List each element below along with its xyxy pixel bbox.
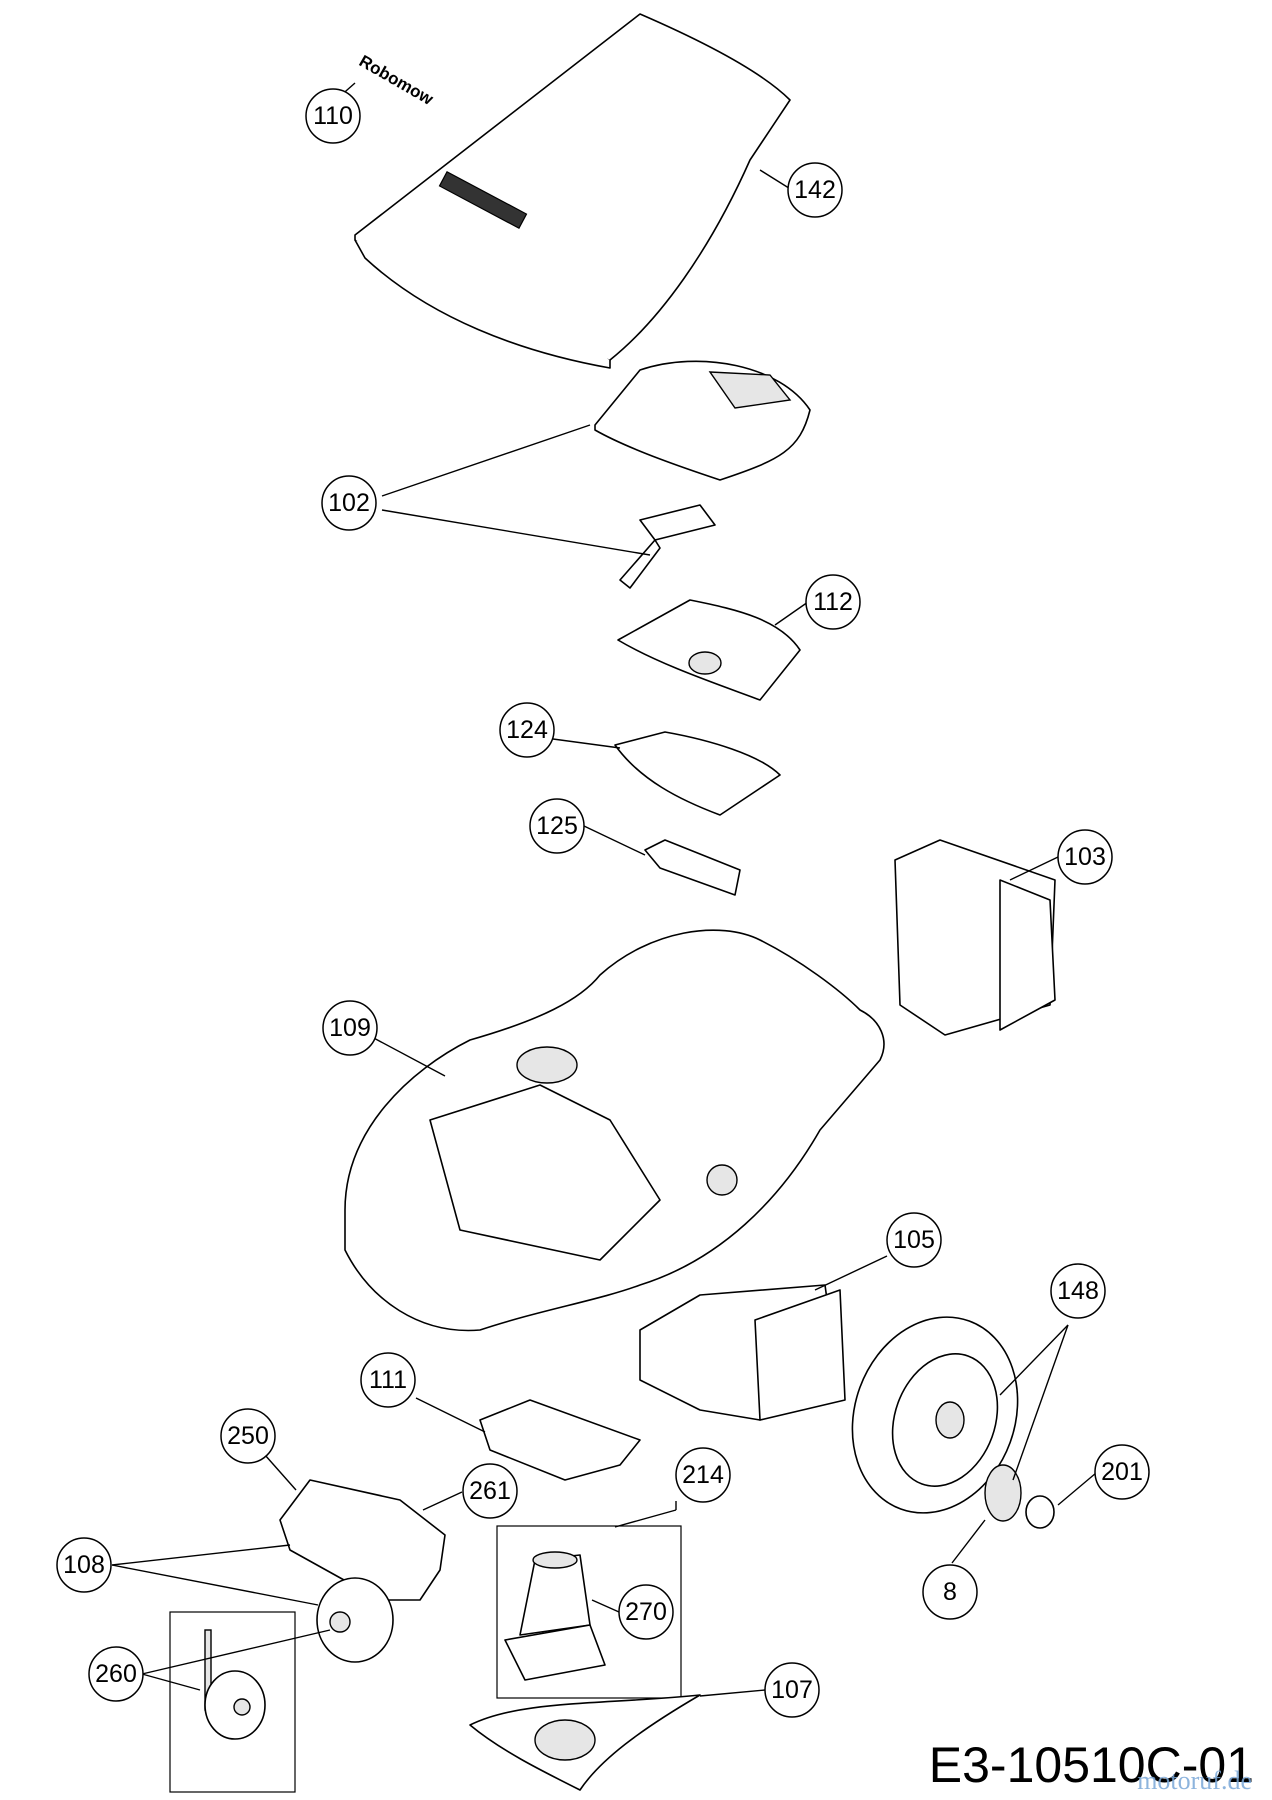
part-hub xyxy=(984,1464,1022,1522)
svg-text:214: 214 xyxy=(682,1461,724,1489)
part-bracket xyxy=(644,839,741,896)
callout-261: 261 xyxy=(462,1463,518,1519)
svg-text:148: 148 xyxy=(1057,1277,1099,1305)
part-tray xyxy=(614,731,781,816)
part-rear-wheel xyxy=(851,1316,1019,1514)
svg-text:102: 102 xyxy=(328,489,370,517)
svg-text:112: 112 xyxy=(813,588,853,616)
svg-text:142: 142 xyxy=(794,176,836,204)
svg-text:108: 108 xyxy=(63,1551,105,1579)
svg-text:8: 8 xyxy=(943,1578,957,1606)
callout-102: 102 xyxy=(321,475,377,531)
part-control-housing xyxy=(594,360,811,589)
frame-blade-motor xyxy=(496,1525,682,1699)
callout-214: 214 xyxy=(675,1447,731,1503)
part-caster-wheel xyxy=(204,1629,266,1740)
svg-text:201: 201 xyxy=(1101,1458,1143,1486)
part-caster-assembly xyxy=(279,1479,446,1601)
svg-text:270: 270 xyxy=(625,1598,667,1626)
callout-105: 105 xyxy=(886,1212,942,1268)
callout-112: 112 xyxy=(805,574,861,630)
svg-text:250: 250 xyxy=(227,1422,269,1450)
part-circuit-board xyxy=(617,599,801,701)
part-cover-badge xyxy=(438,170,528,230)
callout-148: 148 xyxy=(1050,1263,1106,1319)
callout-110: 110 xyxy=(305,88,361,144)
part-drive-motor xyxy=(639,1284,846,1421)
svg-text:125: 125 xyxy=(536,812,578,840)
callout-125: 125 xyxy=(529,798,585,854)
drawing-code: E3-10510C-01 xyxy=(928,1737,1254,1793)
callout-260: 260 xyxy=(88,1646,144,1702)
watermark-text: motoruf.de xyxy=(1137,1766,1252,1795)
callout-201: 201 xyxy=(1094,1444,1150,1500)
svg-text:261: 261 xyxy=(469,1477,511,1505)
svg-text:105: 105 xyxy=(893,1226,935,1254)
svg-text:124: 124 xyxy=(506,716,548,744)
callout-109: 109 xyxy=(322,1000,378,1056)
part-blade-motor xyxy=(504,1551,606,1681)
part-cutting-blade xyxy=(469,1694,701,1791)
logo-text: Robomow xyxy=(356,51,437,109)
leader-lines xyxy=(111,82,1097,1697)
part-chassis xyxy=(344,929,885,1332)
svg-text:260: 260 xyxy=(95,1660,137,1688)
callout-124: 124 xyxy=(499,702,555,758)
part-battery-box xyxy=(894,839,1056,1036)
callout-111: 111 xyxy=(360,1352,416,1408)
frame-caster-detail xyxy=(169,1611,296,1793)
callout-103: 103 xyxy=(1057,829,1113,885)
callout-270: 270 xyxy=(618,1584,674,1640)
callout-250: 250 xyxy=(220,1408,276,1464)
callout-142: 142 xyxy=(787,162,843,218)
svg-text:109: 109 xyxy=(329,1014,371,1042)
part-top-cover: Robomow xyxy=(354,13,793,369)
svg-text:103: 103 xyxy=(1064,843,1106,871)
svg-text:111: 111 xyxy=(369,1366,407,1394)
part-cap xyxy=(1025,1495,1055,1529)
callout-8: 8 xyxy=(922,1564,978,1620)
svg-text:110: 110 xyxy=(313,102,353,130)
svg-text:107: 107 xyxy=(771,1676,813,1704)
callout-107: 107 xyxy=(764,1662,820,1718)
part-front-bracket xyxy=(479,1399,641,1481)
part-front-wheel xyxy=(316,1577,394,1663)
callout-108: 108 xyxy=(56,1537,112,1593)
